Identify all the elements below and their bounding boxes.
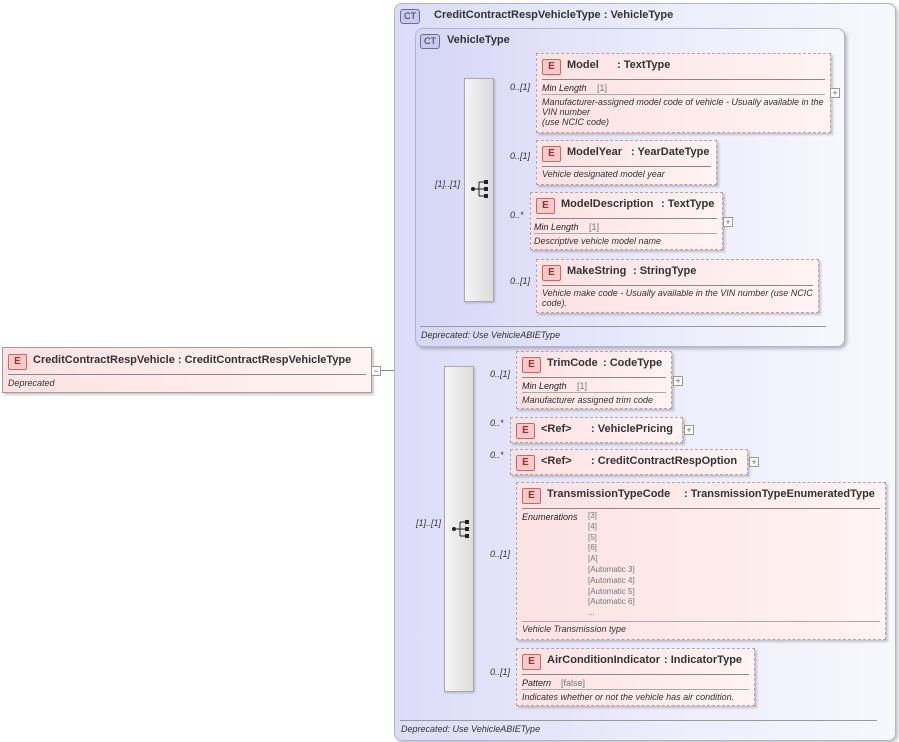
element-doc: Descriptive vehicle model name [534,236,662,246]
element-type: : CodeType [603,357,663,369]
outer-ct-title: CreditContractRespVehicleType : VehicleT… [434,9,674,21]
element-icon: E [522,654,541,670]
element-model[interactable]: E Model : TextType Min Length [1] Manufa… [536,53,831,133]
enumeration-value: [5] [588,532,597,542]
facet-label: Enumerations [522,512,578,522]
occurrence-label: 0..[1] [510,82,531,92]
root-element-doc: Deprecated [8,378,55,388]
element-doc: Vehicle make code - Usually available in… [542,288,813,308]
facet-value: [1] [589,222,600,232]
element-name: <Ref> [541,423,572,435]
element-trimcode[interactable]: E TrimCode : CodeType Min Length [1] Man… [516,351,672,409]
element-name: TrimCode [547,357,598,369]
element-doc: Manufacturer assigned trim code [522,395,654,405]
sequence-compositor-icon [471,180,488,198]
element-doc: Vehicle designated model year [542,169,665,179]
element-transmissiontypecode[interactable]: E TransmissionTypeCode : TransmissionTyp… [516,482,886,640]
enumeration-value: [Automatic 5] [588,586,635,596]
element-name: Model [567,59,599,71]
element-icon: E [536,198,555,214]
facet-value: [false] [561,678,586,688]
element-icon: E [522,357,541,373]
element-type: : TransmissionTypeEnumeratedType [684,488,875,500]
enumeration-value: [4] [588,521,597,531]
inner-ct-title: VehicleType [447,34,510,46]
enumeration-value: [3] [588,511,597,520]
element-name: ModelDescription [561,198,654,210]
element-icon: E [516,423,535,439]
element-ref-creditcontractrespoption[interactable]: E <Ref> : CreditContractRespOption [510,449,748,475]
facet-value: [1] [597,83,608,93]
expand-icon[interactable]: + [749,457,759,467]
element-doc: Vehicle Transmission type [522,624,627,634]
occurrence-label: 0..* [510,210,524,220]
element-type: : VehiclePricing [591,423,673,435]
element-ref-vehiclepricing[interactable]: E <Ref> : VehiclePricing [510,417,683,443]
element-icon: E [516,455,535,471]
expand-icon[interactable]: + [723,217,733,227]
enumeration-value: [Automatic 3] [588,564,635,574]
occurrence-label: 0..* [490,450,504,460]
expand-icon[interactable]: + [673,376,683,386]
element-type: : YearDateType [631,146,710,158]
facet-value: [1] [577,381,588,391]
complex-type-extension-icon: CT [400,9,420,24]
occurrence-label: 0..* [490,418,504,428]
occurrence-label: 0..[1] [510,276,531,286]
inner-ct-footer: Deprecated: Use VehicleABIEType [421,330,561,340]
element-icon: E [542,59,561,75]
occurrence-label: 0..[1] [510,151,531,161]
element-type: : CreditContractRespOption [591,455,738,467]
element-type: : TextType [617,59,671,71]
ext-sequence-occurrence: [1]..[1] [416,518,442,528]
root-element-box[interactable]: E CreditContractRespVehicle : CreditCont… [2,347,372,393]
element-name: TransmissionTypeCode [547,488,671,500]
sequence-compositor-icon [452,520,469,538]
collapse-icon[interactable]: − [371,366,381,376]
element-name: ModelYear [567,146,623,158]
enumeration-value: [A] [588,554,598,564]
element-name: <Ref> [541,455,572,467]
element-name: MakeString [567,265,627,277]
enumeration-value: [Automatic 6] [588,597,635,607]
facet-label: Min Length [522,381,567,391]
root-element-title: CreditContractRespVehicle : CreditContra… [33,354,352,366]
element-doc: Manufacturer-assigned model code of vehi… [542,97,824,127]
enumeration-value: [Automatic 4] [588,575,635,585]
inner-sequence-occurrence: [1]..[1] [435,179,461,189]
complex-type-icon: CT [420,34,440,49]
enumeration-value: ... [588,608,595,618]
facet-label: Min Length [542,83,587,93]
element-modelyear[interactable]: E ModelYear : YearDateType Vehicle desig… [536,140,717,185]
element-icon: E [8,354,27,370]
outer-ct-footer: Deprecated: Use VehicleABIEType [401,724,541,734]
enumeration-value: [6] [588,543,597,553]
element-makestring[interactable]: E MakeString : StringType Vehicle make c… [536,259,819,313]
element-airconditionindicator[interactable]: E AirConditionIndicator : IndicatorType … [516,648,755,706]
occurrence-label: 0..[1] [490,369,511,379]
element-type: : StringType [633,265,697,277]
element-modeldescription[interactable]: E ModelDescription : TextType Min Length… [530,192,723,250]
enumeration-list: [3] [4] [5] [6] [A] [Automatic 3] [Autom… [588,511,635,619]
element-icon: E [542,146,561,162]
expand-icon[interactable]: + [830,88,840,98]
element-icon: E [522,488,541,504]
element-type: : IndicatorType [664,654,743,666]
facet-label: Min Length [534,222,579,232]
element-doc: Indicates whether or not the vehicle has… [522,692,735,702]
facet-label: Pattern [522,678,552,688]
element-icon: E [542,265,561,281]
occurrence-label: 0..[1] [490,549,511,559]
element-type: : TextType [661,198,715,210]
occurrence-label: 0..[1] [490,667,511,677]
expand-icon[interactable]: + [684,425,694,435]
element-name: AirConditionIndicator [547,654,661,666]
